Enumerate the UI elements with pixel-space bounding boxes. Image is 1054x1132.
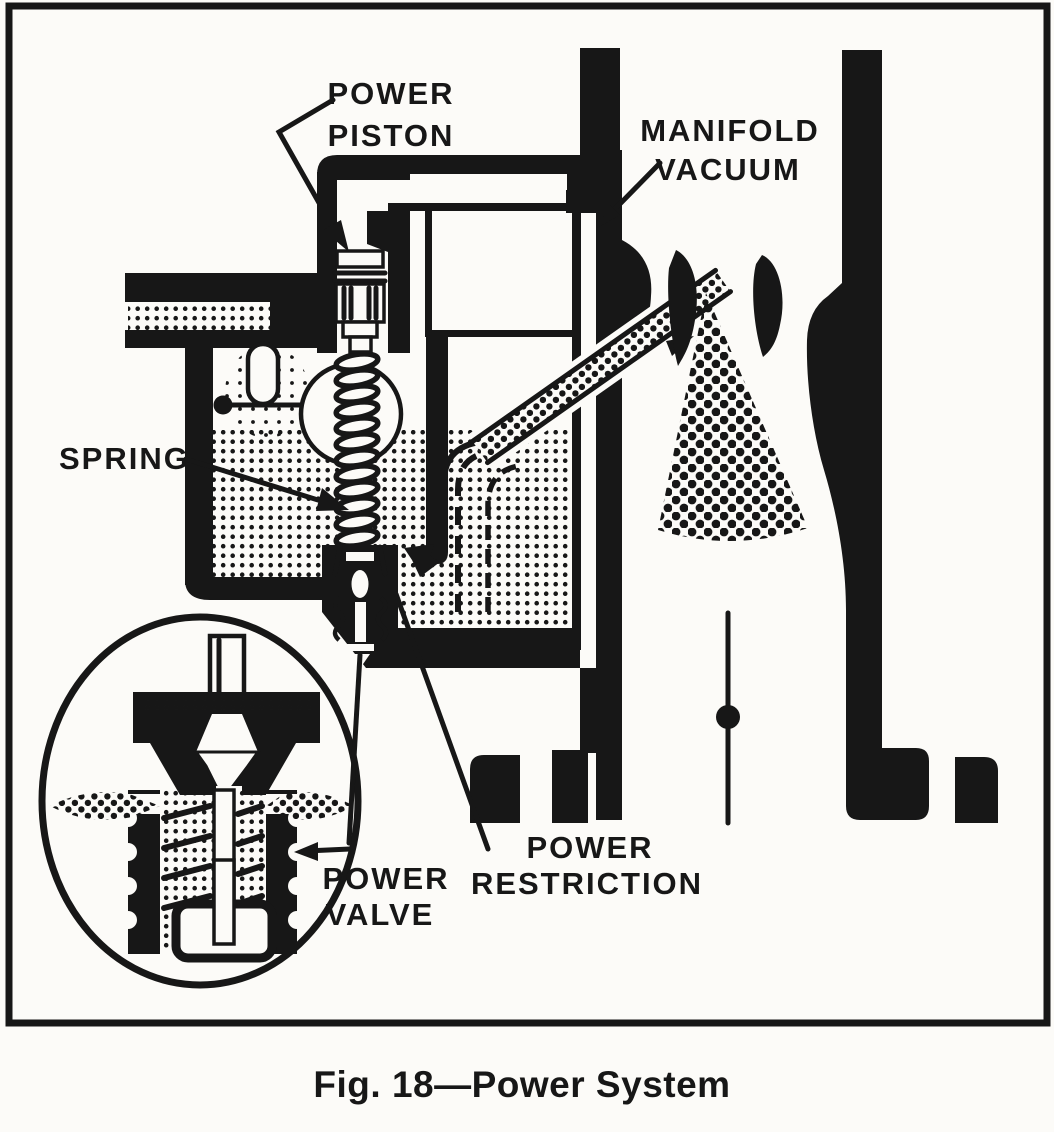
chamber-left-wall — [425, 207, 432, 334]
inlet-fuel-passage — [128, 302, 270, 330]
piston-bore-chamfer — [367, 211, 388, 252]
throttle-shaft — [716, 705, 740, 729]
chamber-floor-line — [425, 330, 575, 337]
bore-left-wall — [596, 150, 622, 820]
fuel-spray-cone — [658, 293, 808, 542]
inset-spring — [161, 803, 265, 911]
vacuum-slot — [410, 174, 567, 190]
fuel-stipple — [213, 430, 572, 632]
booster-vane-left — [668, 250, 697, 366]
valve-ball — [351, 570, 369, 598]
power-restriction-passage — [404, 544, 440, 577]
valve-gap-left — [332, 544, 343, 577]
piston-chamber-roof — [317, 155, 620, 180]
power-piston-leader — [275, 97, 343, 243]
valve-thread-right — [375, 596, 389, 642]
inset-funnel — [196, 714, 258, 752]
fuel-inlet — [125, 273, 322, 600]
label-power-valve-1: POWER — [322, 861, 449, 896]
float-pivot — [213, 395, 233, 415]
bore-right-wall — [806, 50, 929, 820]
power-valve-main — [322, 544, 440, 668]
manifold-vacuum-leader — [609, 160, 663, 215]
power-piston — [332, 249, 388, 354]
figure-caption: Fig. 18—Power System — [313, 1064, 730, 1105]
power-valve-arrowhead — [294, 842, 318, 861]
inset-thread-scallops — [119, 809, 306, 929]
flange-block-right — [955, 757, 998, 823]
needle-seat-block — [270, 300, 320, 332]
valve-stem — [355, 602, 366, 642]
valve-thread-left — [332, 596, 346, 642]
label-manifold-vacuum-2: VACUUM — [655, 152, 801, 187]
label-power-restriction-1: POWER — [526, 830, 653, 865]
power-valve-leader — [346, 652, 363, 846]
inset-spray-right — [266, 792, 354, 820]
label-power-piston-2: PISTON — [328, 118, 455, 153]
chamber-lid-line — [408, 203, 574, 211]
valve-collar — [346, 552, 374, 561]
inset-spray-left — [50, 792, 160, 820]
power-restriction-leader — [393, 591, 491, 852]
piston-bore-right — [388, 203, 410, 353]
chamber-right-wall — [572, 207, 581, 650]
power-valve-inset — [38, 613, 362, 989]
manifold-vacuum-arrowhead — [597, 205, 620, 228]
spring-leader — [183, 456, 321, 503]
inset-gasket-stipple — [139, 696, 314, 715]
power-piston-spring — [333, 351, 381, 549]
inset-lower-stem-end — [212, 858, 236, 946]
bowl-floor-left — [185, 555, 322, 600]
label-power-restriction-2: RESTRICTION — [471, 866, 703, 901]
channel-outer-wall — [580, 668, 596, 753]
label-power-valve-2: VALVE — [326, 897, 435, 932]
venturi-bore — [658, 50, 998, 826]
callout-labels: POWER PISTON MANIFOLD VACUUM SPRING POWE… — [59, 76, 820, 932]
carburetor-body — [317, 48, 652, 820]
valve-gap-right — [377, 544, 388, 577]
power-piston-assembly — [332, 249, 388, 549]
flange-block-left — [470, 755, 520, 823]
inlet-upper-wall — [125, 273, 320, 302]
needle-valve — [245, 341, 281, 407]
valve-foot — [347, 644, 374, 651]
callout-leaders — [183, 97, 663, 861]
power-piston-arrowhead — [323, 220, 349, 252]
piston-bore-left — [317, 172, 337, 353]
spring-arrowhead — [316, 488, 349, 511]
label-power-piston-1: POWER — [327, 76, 454, 111]
booster-vane-right — [753, 255, 783, 357]
inlet-lower-wall — [125, 330, 320, 348]
main-well-tube-inner — [485, 463, 519, 612]
air-horn-wall — [580, 48, 620, 158]
label-manifold-vacuum-1: MANIFOLD — [640, 113, 820, 148]
label-spring: SPRING — [59, 441, 190, 476]
main-well-partition — [426, 334, 448, 564]
nozzle-fuel-stipple — [472, 270, 731, 463]
flange-column — [552, 750, 588, 823]
figure-border — [5, 2, 1051, 1027]
